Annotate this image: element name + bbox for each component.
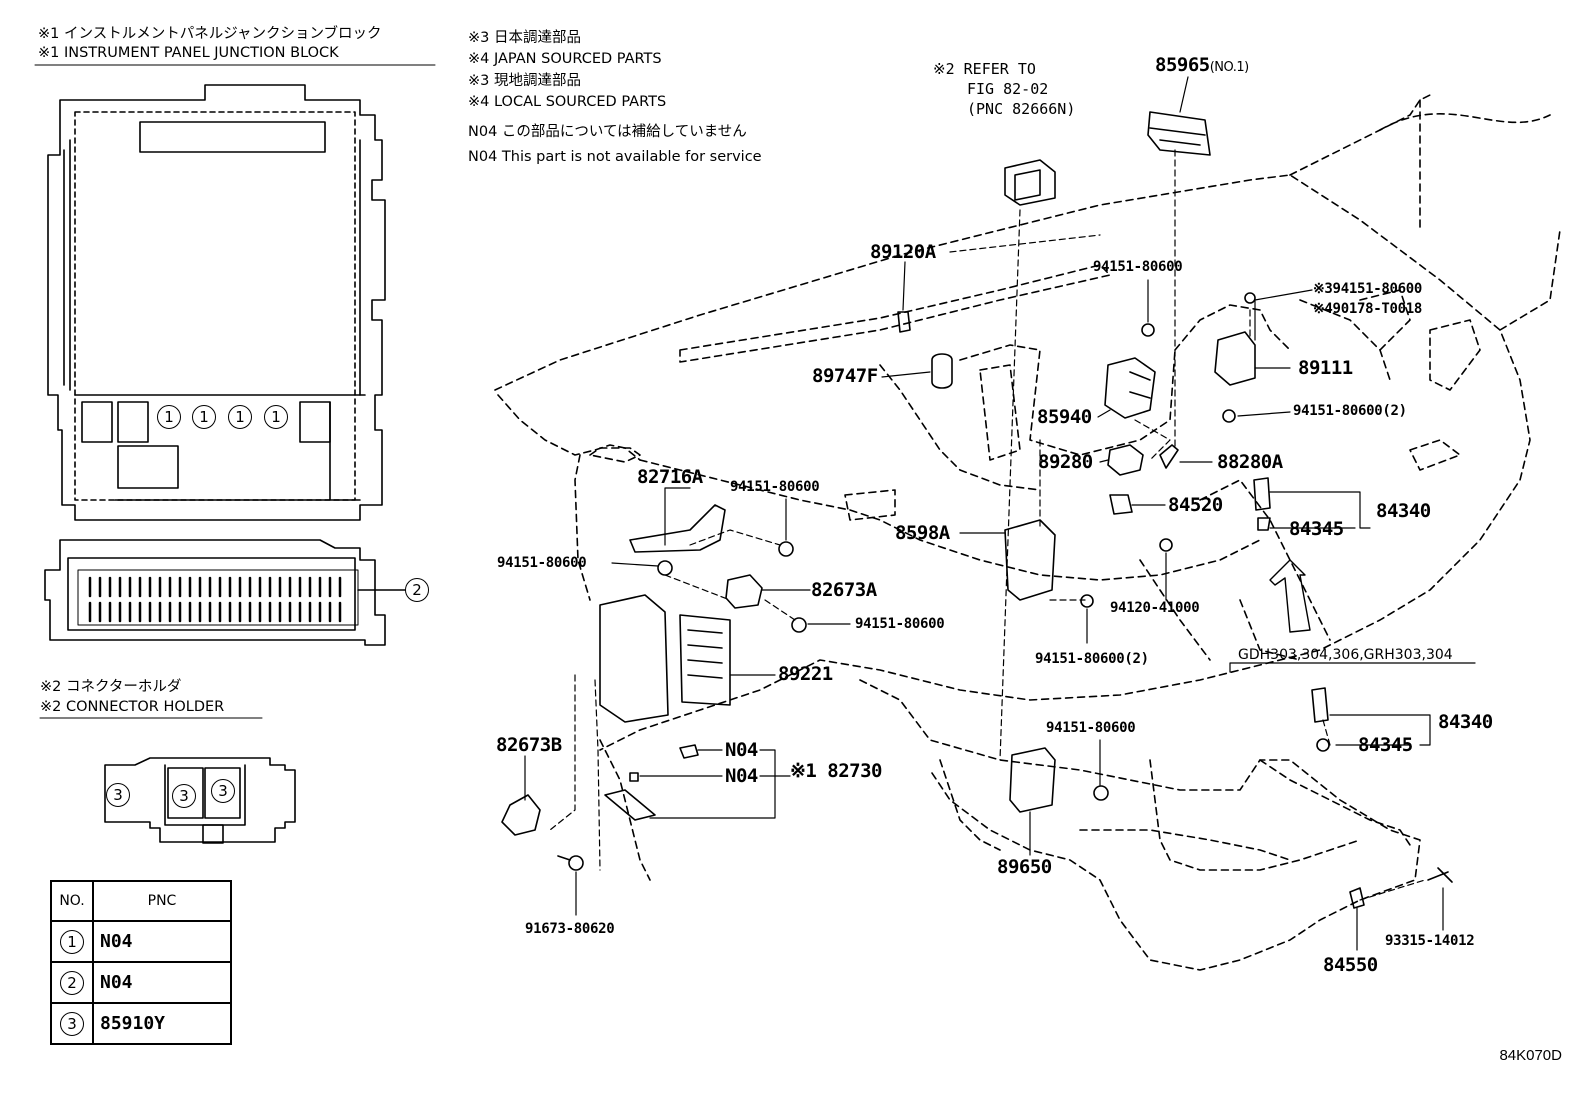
note-1-en: ※1 INSTRUMENT PANEL JUNCTION BLOCK bbox=[38, 45, 339, 61]
callout-1a: 1 bbox=[157, 405, 181, 429]
note-3-jp-local: ※3 現地調達部品 bbox=[468, 73, 581, 89]
part-N04-b[interactable]: N04 bbox=[725, 765, 758, 787]
part-90178-T0018[interactable]: ※490178-T0018 bbox=[1313, 301, 1422, 317]
note-underlines bbox=[34, 64, 436, 719]
part-88280A[interactable]: 88280A bbox=[1217, 451, 1283, 473]
part-84340-upper[interactable]: 84340 bbox=[1376, 500, 1431, 522]
part-85965-number: 85965 bbox=[1155, 54, 1210, 76]
callout-2: 2 bbox=[405, 578, 429, 602]
part-82673A[interactable]: 82673A bbox=[811, 579, 877, 601]
connector-holder-illustration bbox=[104, 757, 296, 844]
figure-id: 84K070D bbox=[1499, 1047, 1562, 1064]
row-pnc[interactable]: N04 bbox=[92, 961, 232, 1004]
callout-1c: 1 bbox=[228, 405, 252, 429]
note-4-en-local: ※4 LOCAL SOURCED PARTS bbox=[468, 94, 667, 110]
part-94120-41000[interactable]: 94120-41000 bbox=[1110, 600, 1200, 616]
part-82673B[interactable]: 82673B bbox=[496, 734, 562, 756]
part-89120A[interactable]: 89120A bbox=[870, 241, 936, 263]
part-89280[interactable]: 89280 bbox=[1038, 451, 1093, 473]
note-1-jp: ※1 インストルメントパネルジャンクションブロック bbox=[38, 26, 382, 42]
part-84550[interactable]: 84550 bbox=[1323, 954, 1378, 976]
note-4-en-japan: ※4 JAPAN SOURCED PARTS bbox=[468, 51, 662, 67]
part-94151-80600-left[interactable]: 94151-80600 bbox=[497, 555, 587, 571]
note-2-en: ※2 CONNECTOR HOLDER bbox=[40, 699, 225, 715]
refer-line-1: ※2 REFER TO bbox=[933, 60, 1036, 78]
part-85965-qualifier: (NO.1) bbox=[1209, 60, 1249, 75]
refer-line-2: FIG 82-02 bbox=[967, 80, 1049, 98]
row-no: 3 bbox=[60, 1011, 84, 1036]
part-8598A[interactable]: 8598A bbox=[895, 522, 950, 544]
note-3-jp: ※3 日本調達部品 bbox=[468, 30, 581, 46]
callout-3b: 3 bbox=[172, 784, 196, 808]
part-84345-upper[interactable]: 84345 bbox=[1289, 518, 1344, 540]
part-94151-80600-b[interactable]: 94151-80600 bbox=[855, 616, 945, 632]
part-94151-80600-japan[interactable]: ※394151-80600 bbox=[1313, 281, 1422, 297]
part-85965[interactable]: 85965(NO.1) bbox=[1155, 56, 1249, 75]
part-82716A[interactable]: 82716A bbox=[637, 466, 703, 488]
pnc-table: NO. PNC 1 N04 2 N04 3 85910Y bbox=[50, 880, 232, 1045]
part-N04-a[interactable]: N04 bbox=[725, 739, 758, 761]
header-no: NO. bbox=[50, 880, 94, 922]
header-pnc: PNC bbox=[92, 880, 232, 922]
callout-1b: 1 bbox=[192, 405, 216, 429]
note-n04-jp: N04 この部品については補給していません bbox=[468, 124, 747, 140]
row-pnc[interactable]: N04 bbox=[92, 920, 232, 963]
variant-label: GDH303,304,306,GRH303,304 bbox=[1238, 647, 1453, 663]
part-82730[interactable]: ※1 82730 bbox=[790, 760, 883, 782]
part-84345-lower[interactable]: 84345 bbox=[1358, 734, 1413, 756]
callout-1d: 1 bbox=[264, 405, 288, 429]
part-89111[interactable]: 89111 bbox=[1298, 357, 1353, 379]
junction-block-connector-illustration bbox=[44, 539, 406, 646]
part-89221[interactable]: 89221 bbox=[778, 663, 833, 685]
part-91673-80620[interactable]: 91673-80620 bbox=[525, 921, 615, 937]
note-2-jp: ※2 コネクターホルダ bbox=[40, 679, 182, 695]
row-no: 1 bbox=[60, 929, 84, 954]
table-row: 2 N04 bbox=[50, 961, 232, 1004]
row-pnc[interactable]: 85910Y bbox=[92, 1002, 232, 1045]
leader-lines bbox=[524, 76, 1476, 951]
part-89747F[interactable]: 89747F bbox=[812, 365, 878, 387]
junction-block-illustration bbox=[47, 84, 386, 521]
dashboard-outline bbox=[494, 94, 1561, 971]
part-94151-80600-top[interactable]: 94151-80600 bbox=[1093, 259, 1183, 275]
refer-line-3: (PNC 82666N) bbox=[967, 100, 1076, 118]
part-94151-80600-2a[interactable]: 94151-80600(2) bbox=[1293, 403, 1407, 419]
part-94151-80600-c[interactable]: 94151-80600 bbox=[1046, 720, 1136, 736]
table-row: 1 N04 bbox=[50, 920, 232, 963]
table-row: 3 85910Y bbox=[50, 1002, 232, 1045]
part-89650[interactable]: 89650 bbox=[997, 856, 1052, 878]
table-header: NO. PNC bbox=[50, 880, 232, 922]
part-94151-80600-mid[interactable]: 94151-80600 bbox=[730, 479, 820, 495]
part-94151-80600-2b[interactable]: 94151-80600(2) bbox=[1035, 651, 1149, 667]
part-84520[interactable]: 84520 bbox=[1168, 494, 1223, 516]
row-no: 2 bbox=[60, 970, 84, 995]
note-n04-en: N04 This part is not available for servi… bbox=[468, 149, 762, 165]
part-shapes bbox=[501, 111, 1453, 909]
part-93315-14012[interactable]: 93315-14012 bbox=[1385, 933, 1475, 949]
callout-3c: 3 bbox=[211, 779, 235, 803]
callout-3a: 3 bbox=[106, 783, 130, 807]
part-85940[interactable]: 85940 bbox=[1037, 406, 1092, 428]
part-84340-lower[interactable]: 84340 bbox=[1438, 711, 1493, 733]
